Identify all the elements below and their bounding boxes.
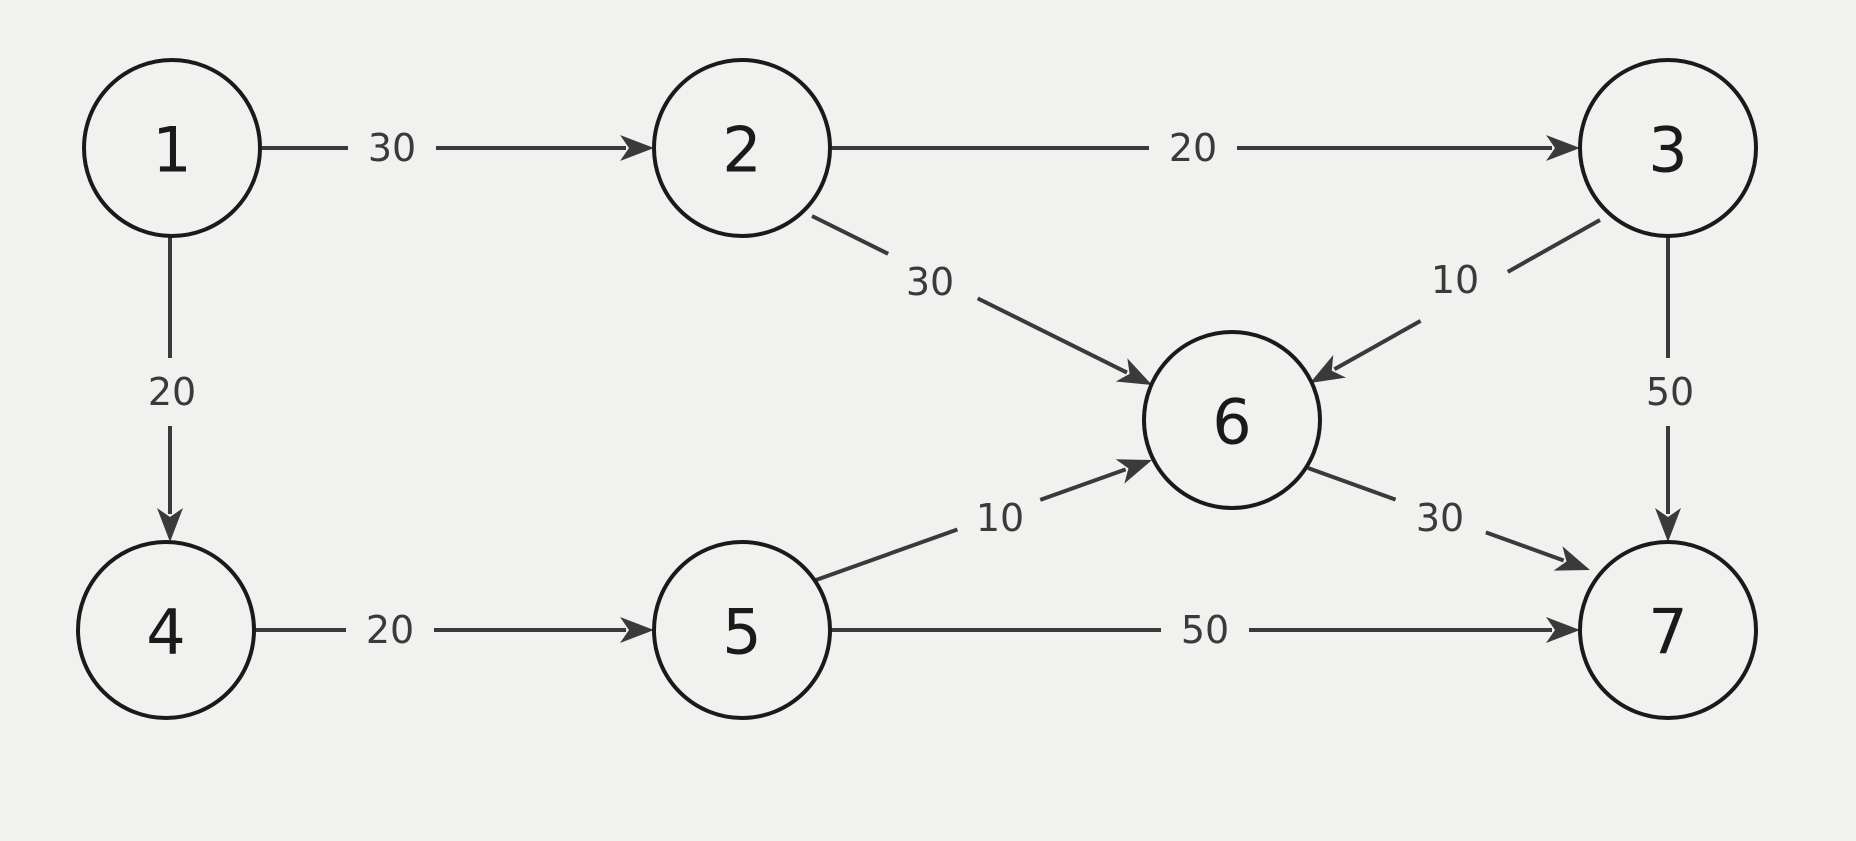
edge-1-to-4[interactable]: 20	[148, 236, 196, 542]
node-label: 2	[722, 114, 761, 187]
node-3[interactable]: 3	[1578, 58, 1758, 238]
edge-weight-label: 50	[1181, 608, 1229, 652]
node-label: 5	[722, 596, 761, 669]
edge-2-to-3[interactable]: 20	[830, 126, 1580, 170]
arrowhead-icon	[620, 135, 654, 161]
edge-1-to-2[interactable]: 30	[260, 126, 654, 170]
node-label: 3	[1648, 114, 1687, 187]
edge-segment	[1485, 530, 1565, 563]
arrowhead-icon	[1655, 508, 1681, 542]
arrowhead-icon	[1546, 135, 1580, 161]
arrowhead-icon	[1115, 459, 1152, 484]
edge-weight-label: 10	[1431, 258, 1479, 302]
edge-4-to-5[interactable]: 20	[254, 608, 654, 652]
edge-segment	[976, 296, 1128, 375]
edge-weight-label: 20	[1169, 126, 1217, 170]
node-1[interactable]: 1	[82, 58, 262, 238]
node-circle	[652, 58, 832, 238]
node-circle	[1578, 58, 1758, 238]
edge-weight-label: 20	[366, 608, 414, 652]
edge-3-to-6[interactable]: 10	[1310, 218, 1601, 383]
node-label: 6	[1212, 386, 1251, 459]
edge-segment	[811, 214, 890, 256]
node-5[interactable]: 5	[652, 540, 832, 720]
arrowhead-icon	[1546, 617, 1580, 643]
node-circle	[652, 540, 832, 720]
edge-segment	[1333, 319, 1422, 372]
edge-weight-label: 30	[1416, 496, 1464, 540]
edge-5-to-6[interactable]: 10	[815, 459, 1152, 582]
edge-segment	[815, 527, 959, 582]
arrowhead-icon	[1553, 546, 1590, 571]
edge-weight-label: 10	[976, 496, 1024, 540]
edge-weight-label: 30	[906, 260, 954, 304]
node-circle	[82, 58, 262, 238]
arrowhead-icon	[1310, 355, 1347, 383]
node-4[interactable]: 4	[76, 540, 256, 720]
node-label: 1	[152, 114, 191, 187]
edge-3-to-7[interactable]: 50	[1646, 236, 1694, 542]
edge-segment	[1307, 466, 1397, 502]
node-label: 7	[1648, 596, 1687, 669]
arrowhead-icon	[620, 617, 654, 643]
edge-weight-label: 50	[1646, 370, 1694, 414]
node-circle	[1142, 330, 1322, 510]
node-7[interactable]: 7	[1578, 540, 1758, 720]
node-6[interactable]: 6	[1142, 330, 1322, 510]
edge-5-to-7[interactable]: 50	[830, 608, 1580, 652]
node-label: 4	[146, 596, 185, 669]
node-circle	[1578, 540, 1758, 720]
edge-2-to-6[interactable]: 30	[811, 214, 1152, 385]
node-2[interactable]: 2	[652, 58, 832, 238]
edge-segment	[1506, 218, 1601, 274]
arrowhead-icon	[1115, 358, 1152, 385]
edge-weight-label: 30	[368, 126, 416, 170]
edge-segment	[1039, 467, 1127, 502]
arrowhead-icon	[157, 508, 183, 542]
edge-6-to-7[interactable]: 30	[1307, 466, 1590, 571]
node-circle	[76, 540, 256, 720]
edge-weight-label: 20	[148, 370, 196, 414]
